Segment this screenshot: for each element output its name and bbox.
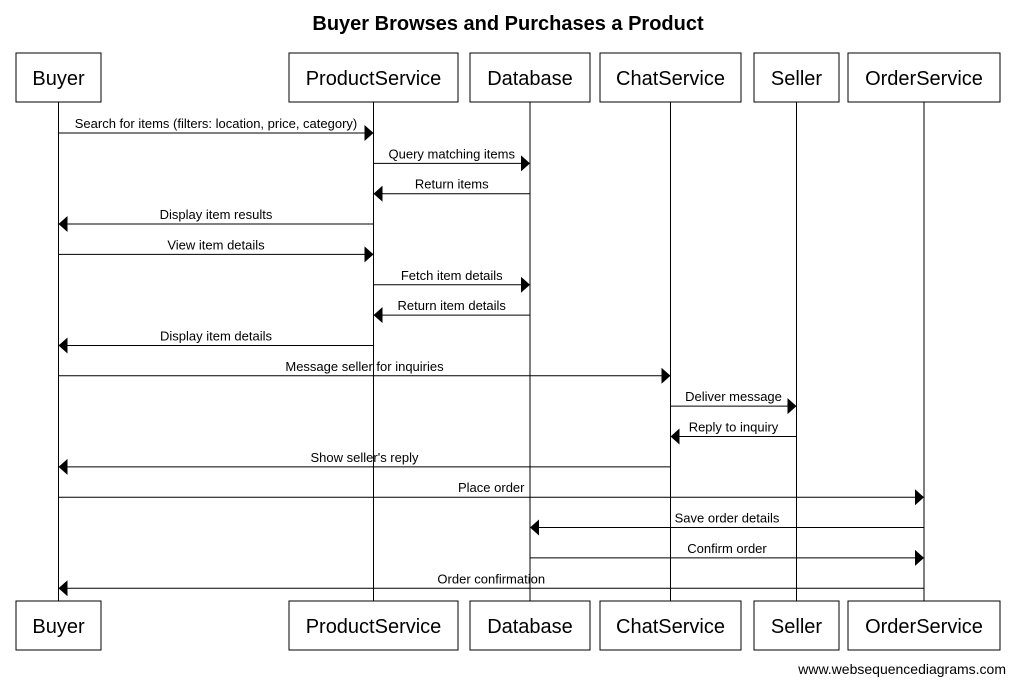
participant-label-chatservice-bottom: ChatService	[616, 616, 725, 638]
participant-label-seller-top: Seller	[771, 68, 822, 90]
participant-box-database-top	[469, 52, 591, 103]
participant-label-orderservice-bottom: OrderService	[865, 616, 983, 638]
message-label-11: Show seller's reply	[311, 450, 419, 465]
message-arrowhead-12	[915, 489, 924, 506]
message-label-7: Display item details	[160, 328, 272, 343]
participant-box-chatservice-bottom	[599, 600, 742, 651]
participant-label-chatservice-top: ChatService	[616, 68, 725, 90]
participant-label-database-top: Database	[487, 68, 573, 90]
message-arrowhead-10	[670, 428, 680, 445]
message-label-6: Return item details	[398, 298, 507, 313]
participant-label-seller-bottom: Seller	[771, 616, 822, 638]
participant-label-orderservice-top: OrderService	[865, 68, 983, 90]
participant-box-productservice-top	[288, 52, 459, 103]
message-label-5: Fetch item details	[401, 268, 503, 283]
participant-label-buyer-bottom: Buyer	[32, 616, 85, 638]
message-arrowhead-1	[521, 155, 530, 172]
message-label-8: Message seller for inquiries	[285, 359, 444, 374]
participant-label-productservice-bottom: ProductService	[306, 616, 442, 638]
message-arrowhead-9	[787, 398, 797, 415]
message-arrowhead-6	[373, 307, 383, 324]
participant-box-buyer-top	[15, 52, 102, 103]
message-label-9: Deliver message	[685, 389, 782, 404]
message-label-0: Search for items (filters: location, pri…	[75, 116, 358, 131]
message-arrowhead-13	[530, 519, 539, 536]
participant-box-database-bottom	[469, 600, 591, 651]
message-label-2: Return items	[415, 177, 489, 192]
participant-box-productservice-bottom	[288, 600, 459, 651]
message-label-15: Order confirmation	[437, 571, 545, 586]
footer-watermark: www.websequencediagrams.com	[797, 661, 1006, 677]
participant-box-orderservice-bottom	[847, 600, 1001, 651]
message-arrowhead-0	[364, 125, 374, 141]
message-arrowhead-2	[373, 185, 383, 202]
message-label-10: Reply to inquiry	[689, 420, 779, 435]
participant-box-seller-top	[753, 52, 840, 103]
message-label-3: Display item results	[160, 207, 273, 222]
message-arrowhead-14	[915, 549, 924, 566]
message-label-14: Confirm order	[687, 541, 767, 556]
participant-box-chatservice-top	[599, 52, 742, 103]
message-label-1: Query matching items	[389, 146, 516, 161]
message-arrowhead-8	[661, 367, 671, 384]
message-label-13: Save order details	[675, 511, 780, 526]
message-label-12: Place order	[458, 480, 525, 495]
message-arrowhead-7	[58, 337, 68, 354]
message-arrowhead-15	[58, 580, 68, 597]
message-arrowhead-3	[58, 216, 68, 233]
message-arrowhead-5	[521, 276, 530, 293]
message-label-4: View item details	[167, 237, 265, 252]
participant-box-buyer-bottom	[15, 600, 102, 651]
message-arrowhead-11	[58, 458, 68, 475]
participant-label-productservice-top: ProductService	[306, 68, 442, 90]
participant-box-seller-bottom	[753, 600, 840, 651]
message-arrowhead-4	[364, 246, 374, 263]
participant-label-buyer-top: Buyer	[32, 68, 85, 90]
participant-label-database-bottom: Database	[487, 616, 573, 638]
participant-box-orderservice-top	[847, 52, 1001, 103]
diagram-title: Buyer Browses and Purchases a Product	[312, 13, 704, 35]
